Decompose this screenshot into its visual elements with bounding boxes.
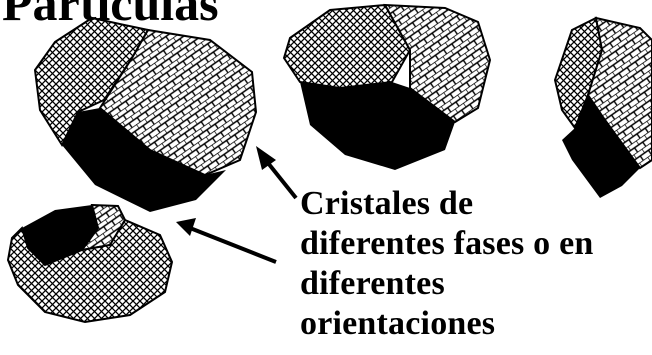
particle-middle-dark-grain [300,82,455,170]
particle-large [33,16,258,212]
arrow-pointer-icon [256,146,298,200]
particle-small-dark-grain [22,205,98,265]
caption-line: diferentes fases o en [300,225,594,262]
particle-large-brick-grain [98,28,258,177]
particle-large-crosshatch-grain [33,16,150,148]
arrow-pointer-icon [176,218,277,264]
caption-line: diferentes [300,265,445,302]
particle-middle-brick-grain [383,3,492,124]
caption-line: orientaciones [300,305,496,342]
diagram-caption: Cristales de diferentes fases o en difer… [300,184,593,344]
particle-middle [282,3,492,170]
particle-large-dark-grain [62,108,226,212]
caption-line: Cristales de [300,185,474,222]
particle-small-crosshatch-grain [6,218,174,324]
page-title: Partículas [2,0,219,31]
particle-small [6,203,174,324]
particle-right-dark-grain [562,95,640,198]
particle-right [553,16,652,198]
